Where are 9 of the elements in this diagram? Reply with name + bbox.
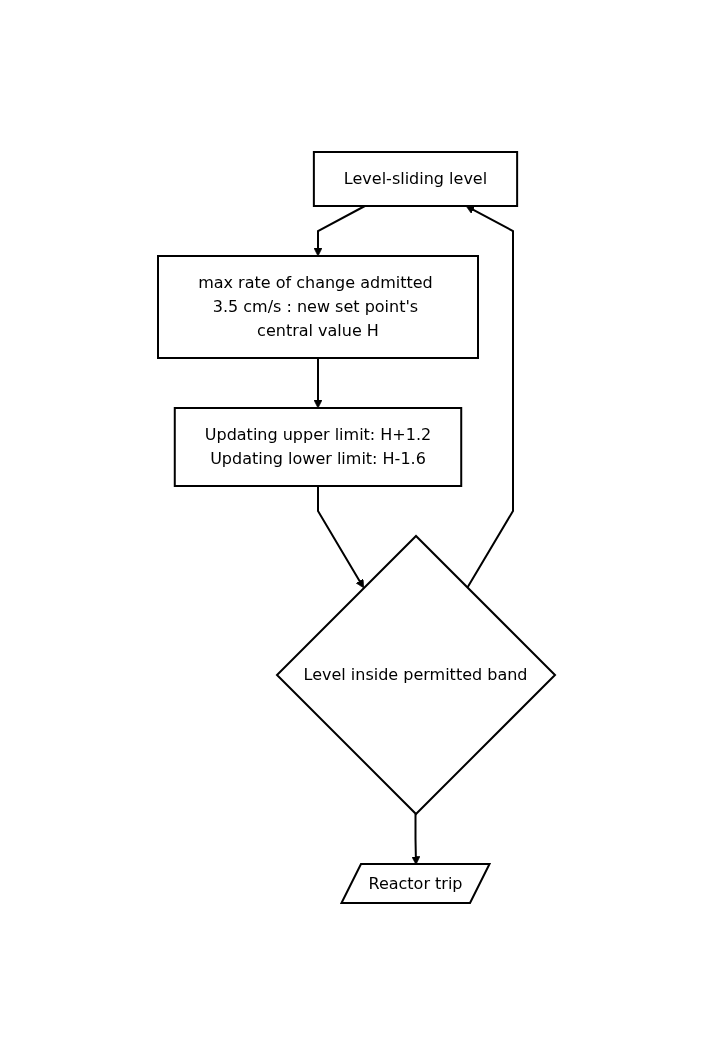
arrow	[465, 205, 514, 589]
node-box: Updating upper limit: H+1.2 Updating lower limit: H-1.6	[173, 407, 463, 487]
node-diamond: Level inside permitted band	[275, 534, 557, 816]
arrow	[411, 813, 421, 865]
node-box: max rate of change admitted 3.5 cm/s : new set point's central value H	[157, 255, 479, 359]
arrow	[313, 357, 323, 409]
arrow	[317, 485, 365, 589]
node-box: Level-sliding level	[312, 151, 519, 207]
arrow	[313, 205, 366, 257]
